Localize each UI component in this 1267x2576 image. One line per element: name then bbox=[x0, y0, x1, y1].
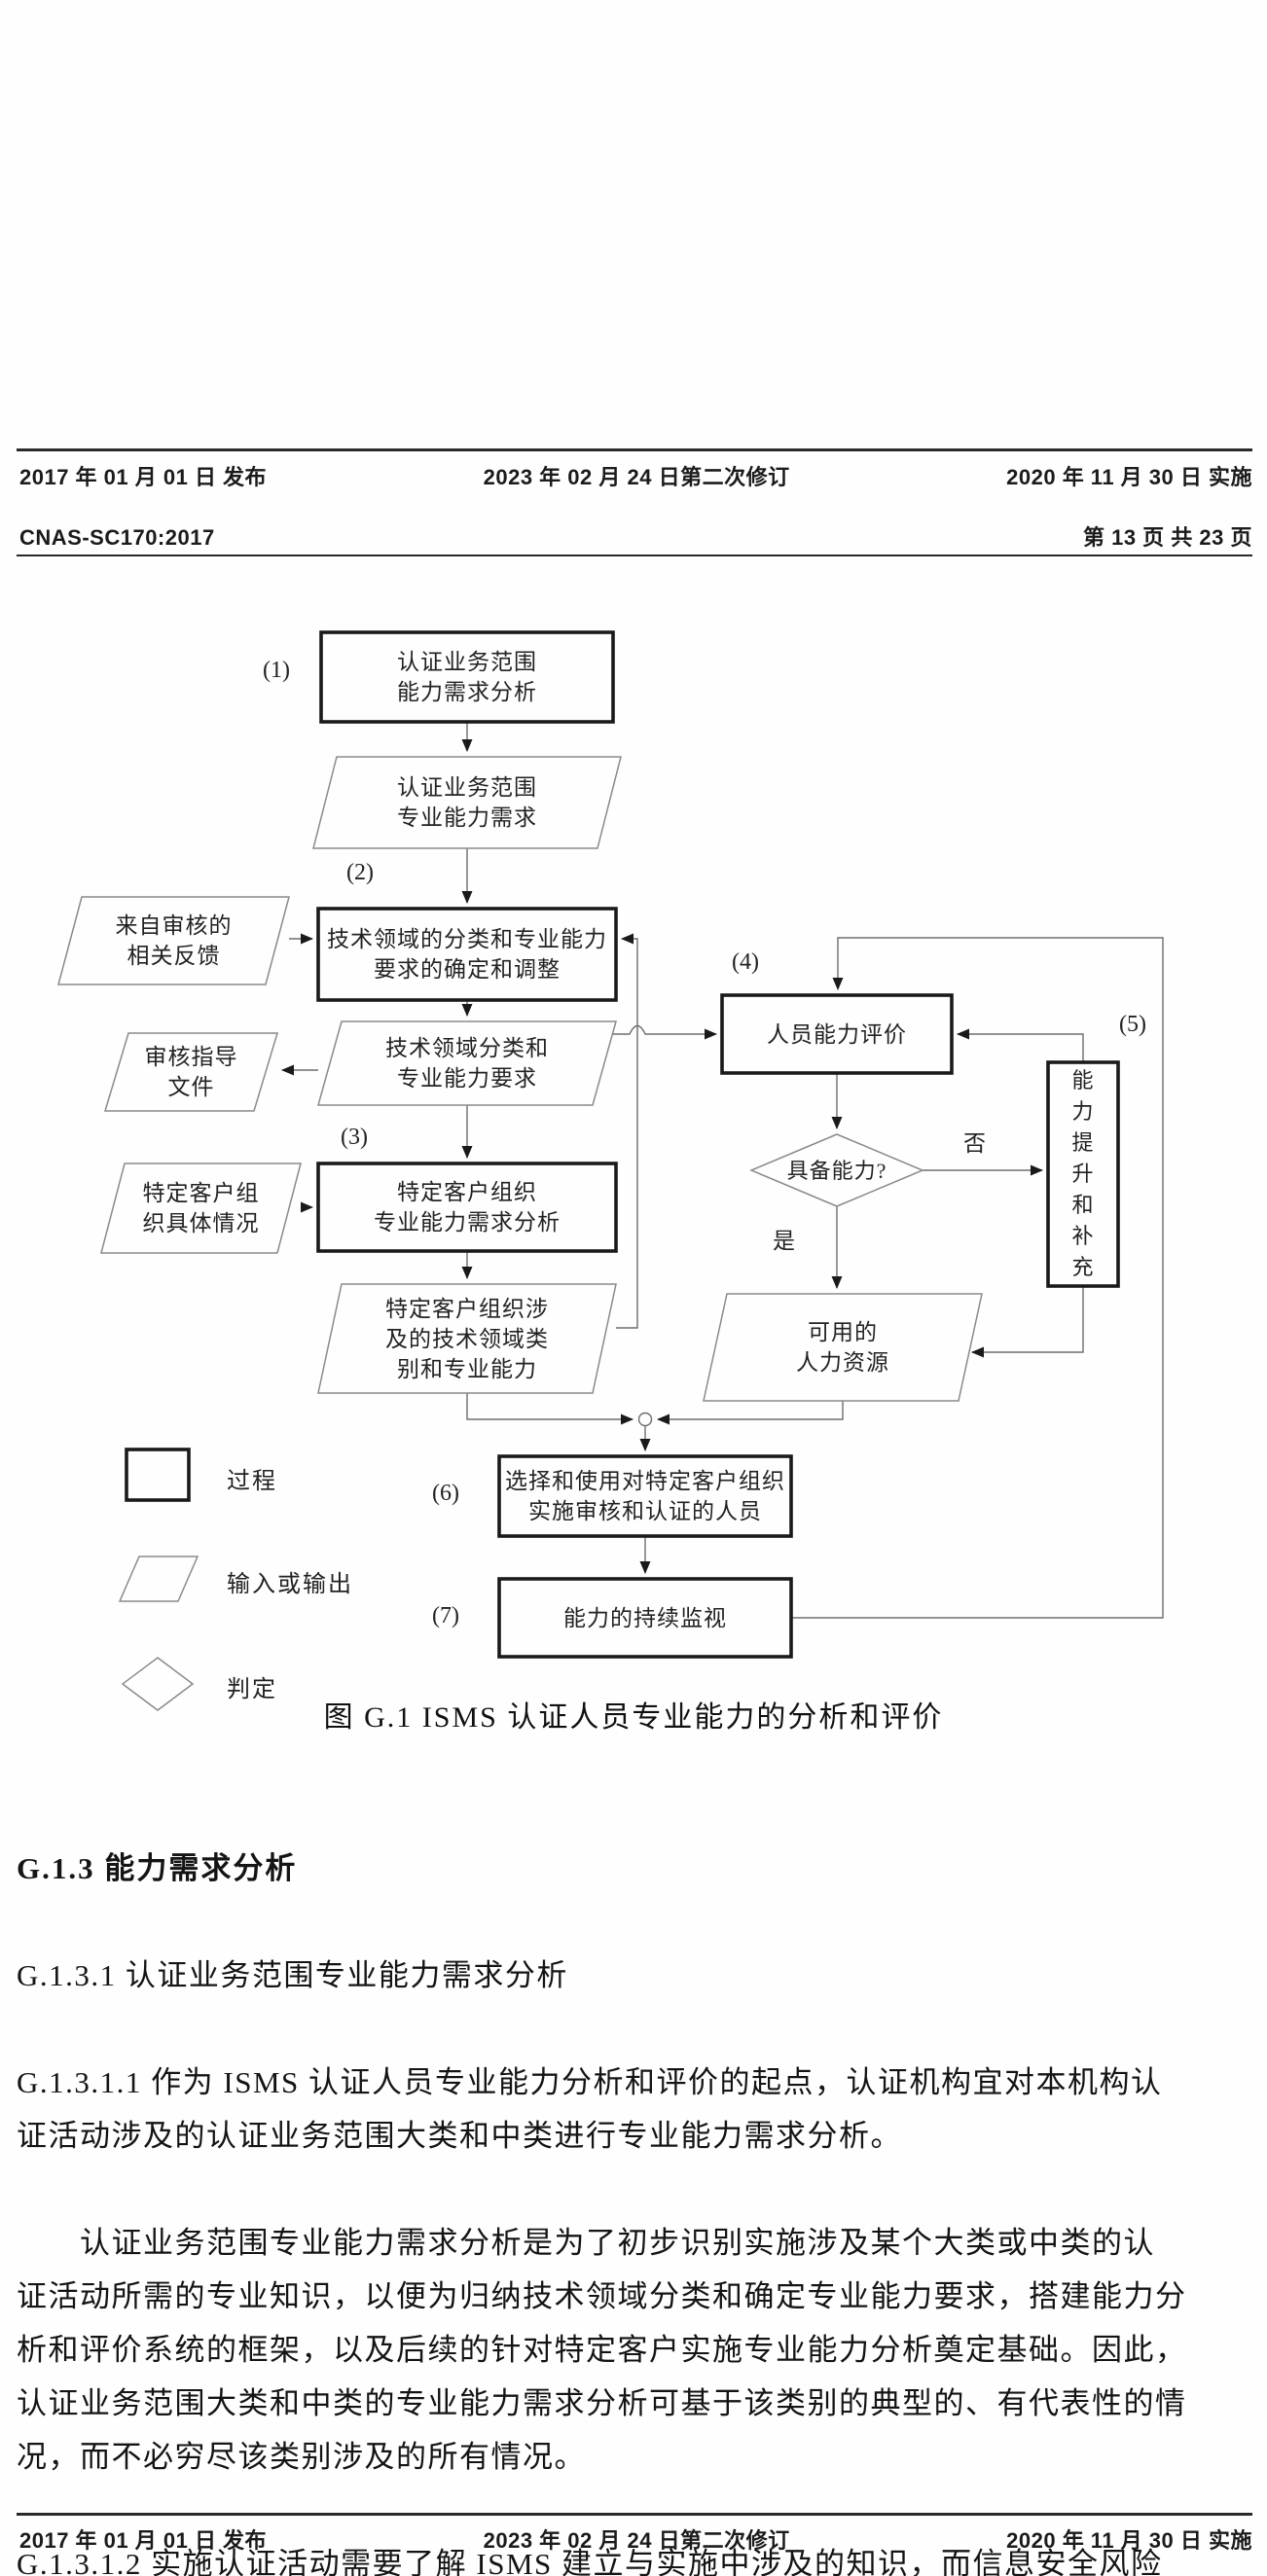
header-rule-bottom bbox=[17, 555, 1252, 556]
arrow-loop-monitor-box4 bbox=[791, 937, 1164, 1619]
step-label-3: (3) bbox=[341, 1125, 368, 1150]
io-shapes bbox=[57, 756, 983, 1602]
node-label-select-use: 选择和使用对特定客户组织 实施审核和认证的人员 bbox=[505, 1469, 785, 1523]
node-label-audit-guide: 审核指导 文件 bbox=[144, 1045, 238, 1099]
legend-label-process: 过程 bbox=[227, 1469, 277, 1494]
node-label-audit-feedback: 来自审核的 相关反馈 bbox=[115, 913, 233, 968]
step-label-5: (5) bbox=[1119, 1012, 1146, 1037]
io-parallelogram-audit-guide bbox=[103, 1032, 279, 1112]
step-label-6: (6) bbox=[432, 1481, 459, 1506]
footer-rule bbox=[17, 2513, 1252, 2516]
legend-io-shape bbox=[118, 1556, 199, 1602]
node-label-scope-analysis: 认证业务范围 能力需求分析 bbox=[397, 650, 537, 704]
line-io4-junction bbox=[657, 1401, 844, 1425]
header-published-date: 2017 年 01 月 01 日 发布 bbox=[19, 465, 268, 489]
step-label-2: (2) bbox=[346, 860, 374, 885]
process-box-tech-determine bbox=[316, 907, 618, 1002]
node-label-improve: 能 力 提 升 和 补 充 bbox=[1071, 1068, 1095, 1279]
arrow-box5-io4 bbox=[971, 1286, 1084, 1358]
node-label-hr: 可用的 人力资源 bbox=[796, 1320, 889, 1375]
arrow-box5-box4 bbox=[957, 1028, 1084, 1062]
io-parallelogram-client-tech bbox=[317, 1283, 617, 1394]
line-io3-junction bbox=[466, 1393, 634, 1425]
footer-revision-date: 2023 年 02 月 24 日第二次修订 bbox=[483, 2528, 790, 2553]
page-number: 第 13 页 共 23 页 bbox=[1082, 525, 1252, 550]
junction-dot bbox=[637, 1412, 653, 1427]
node-label-tech-determine: 技术领域的分类和专业能力 要求的确定和调整 bbox=[327, 927, 607, 982]
document-body: G.1.3 能力需求分析 G.1.3.1 认证业务范围专业能力需求分析 G.1.… bbox=[17, 1788, 1252, 2576]
step-label-1: (1) bbox=[263, 658, 290, 683]
legend-decision-shape bbox=[121, 1657, 195, 1711]
node-label-client-analysis: 特定客户组织 专业能力需求分析 bbox=[374, 1180, 561, 1234]
branch-label-yes: 是 bbox=[773, 1229, 795, 1253]
footer-dates-row: 2017 年 01 月 01 日 发布 2023 年 02 月 24 日第二次修… bbox=[19, 2523, 1252, 2555]
step-label-7: (7) bbox=[432, 1603, 459, 1628]
node-label-client-detail: 特定客户组 织具体情况 bbox=[142, 1181, 260, 1235]
process-box-client-analysis bbox=[316, 1162, 618, 1253]
decision-diamond-capable bbox=[749, 1133, 924, 1207]
io-parallelogram-client-detail bbox=[100, 1163, 302, 1254]
footer-published-date: 2017 年 01 月 01 日 发布 bbox=[19, 2528, 268, 2553]
legend-label-io: 输入或输出 bbox=[227, 1572, 353, 1597]
node-label-evaluation: 人员能力评价 bbox=[767, 1021, 907, 1047]
paragraph-3: G.1.3.1.2 实施认证活动需要了解 ISMS 建立与实施中涉及的知识，而信… bbox=[17, 2547, 1163, 2576]
node-label-scope-need: 认证业务范围 专业能力需求 bbox=[397, 775, 537, 830]
paragraph-1: G.1.3.1.1 作为 ISMS 认证人员专业能力分析和评价的起点，认证机构宜… bbox=[17, 2065, 1163, 2153]
io-parallelogram-audit-feedback bbox=[57, 896, 290, 985]
step-label-4: (4) bbox=[732, 949, 759, 975]
process-box-select-use bbox=[497, 1454, 793, 1538]
arrow-io2-box4 bbox=[596, 1024, 717, 1040]
process-shapes bbox=[125, 630, 1120, 1659]
process-box-improve bbox=[1046, 1060, 1120, 1288]
process-box-scope-analysis bbox=[319, 630, 615, 724]
arrow-io3-loop-box2 bbox=[616, 933, 638, 1329]
node-label-tech-class: 技术领域分类和 专业能力要求 bbox=[385, 1036, 549, 1091]
doc-number: CNAS-SC170:2017 bbox=[19, 525, 215, 550]
header-dates-row: 2017 年 01 月 01 日 发布 2023 年 02 月 24 日第二次修… bbox=[19, 460, 1252, 491]
legend-process-shape bbox=[125, 1448, 191, 1502]
io-parallelogram-tech-class bbox=[317, 1020, 617, 1106]
io-parallelogram-scope-need bbox=[312, 756, 622, 849]
header-implementation-date: 2020 年 11 月 30 日 实施 bbox=[1006, 465, 1252, 489]
header-doc-row: CNAS-SC170:2017 第 13 页 共 23 页 bbox=[19, 520, 1252, 552]
footer-implementation-date: 2020 年 11 月 30 日 实施 bbox=[1006, 2528, 1252, 2553]
section-subheading: G.1.3.1 认证业务范围专业能力需求分析 bbox=[17, 1958, 568, 1992]
node-label-monitor: 能力的持续监视 bbox=[563, 1605, 727, 1630]
header-revision-date: 2023 年 02 月 24 日第二次修订 bbox=[483, 465, 790, 489]
node-label-capable-decision: 具备能力? bbox=[786, 1158, 887, 1183]
node-label-client-tech: 特定客户组织涉 及的技术领域类 别和专业能力 bbox=[385, 1296, 549, 1381]
process-box-evaluation bbox=[720, 993, 954, 1075]
io-parallelogram-hr bbox=[703, 1293, 983, 1402]
flow-connectors bbox=[281, 722, 1164, 1619]
legend-label-decision: 判定 bbox=[227, 1677, 277, 1702]
process-box-monitor bbox=[497, 1577, 793, 1659]
paragraph-2: 认证业务范围专业能力需求分析是为了初步识别实施涉及某个大类或中类的认 证活动所需… bbox=[17, 2226, 1187, 2474]
branch-label-no: 否 bbox=[963, 1131, 986, 1156]
figure-caption: 图 G.1 ISMS 认证人员专业能力的分析和评价 bbox=[323, 1701, 944, 1734]
section-heading: G.1.3 能力需求分析 bbox=[17, 1851, 298, 1885]
header-rule-top bbox=[17, 448, 1252, 451]
decision-shapes bbox=[121, 1133, 924, 1711]
